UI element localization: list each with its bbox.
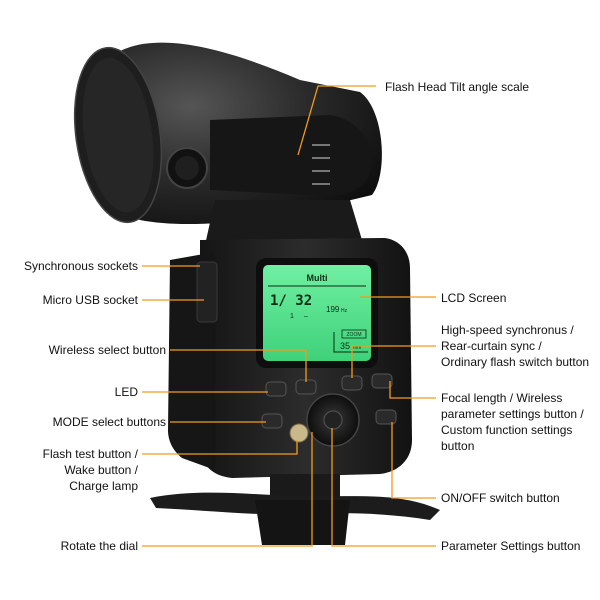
- label-micro-usb: Micro USB socket: [42, 293, 138, 307]
- label-flash-test: Flash test button / Wake button / Charge…: [42, 447, 138, 493]
- leader-on-off: [391, 422, 436, 499]
- focal-length-button[interactable]: [371, 373, 393, 389]
- on-off-button[interactable]: [375, 409, 397, 425]
- control-buttons: [261, 373, 397, 429]
- lcd-count: 1: [290, 313, 294, 320]
- lcd-zoom-unit: mm: [353, 345, 361, 351]
- label-tilt-scale: Flash Head Tilt angle scale: [385, 80, 530, 94]
- label-rotate-dial: Rotate the dial: [60, 539, 138, 553]
- flash-foot: [150, 474, 440, 545]
- label-focal-length: Focal length / Wireless parameter settin…: [441, 391, 584, 453]
- flash-head: [73, 42, 382, 225]
- wireless-select-button[interactable]: [295, 379, 317, 395]
- label-sync-sockets: Synchronous sockets: [23, 259, 138, 273]
- leader-lines: [142, 85, 436, 547]
- leader-tilt: [297, 85, 376, 156]
- label-led: LED: [114, 385, 138, 399]
- leader-dial: [142, 432, 313, 547]
- label-on-off: ON/OFF switch button: [441, 491, 560, 505]
- parameter-settings-button[interactable]: [323, 410, 343, 430]
- lcd-zoom-value: 35: [340, 341, 350, 351]
- label-hss-switch: High-speed synchronus / Rear-curtain syn…: [441, 323, 590, 369]
- leader-focal: [389, 381, 436, 399]
- label-parameter-settings: Parameter Settings button: [441, 539, 581, 553]
- led-button[interactable]: [265, 381, 287, 397]
- leader-wireless: [170, 349, 307, 382]
- leader-flash-test: [142, 440, 298, 455]
- lcd-frequency-unit: Hz: [341, 308, 348, 314]
- leader-parameter: [331, 428, 436, 547]
- mode-select-button[interactable]: [261, 413, 283, 429]
- lcd-zoom-badge: ZOOM: [347, 332, 362, 338]
- lcd-mode: Multi: [307, 273, 328, 283]
- lcd-dash: –: [304, 313, 308, 320]
- lcd-frequency: 199: [326, 305, 340, 314]
- lcd-power: 1/ 32: [270, 293, 312, 309]
- label-mode-select: MODE select buttons: [52, 415, 166, 429]
- label-lcd-screen: LCD Screen: [441, 291, 507, 305]
- lcd-screen: Multi 1/ 32 1 – 199 Hz ZOOM 35 mm: [256, 258, 378, 368]
- flash-test-button[interactable]: [289, 423, 309, 443]
- hss-switch-button[interactable]: [341, 375, 363, 391]
- label-wireless-select: Wireless select button: [48, 343, 166, 357]
- tilt-angle-scale: [312, 144, 330, 185]
- leader-hss: [351, 345, 436, 378]
